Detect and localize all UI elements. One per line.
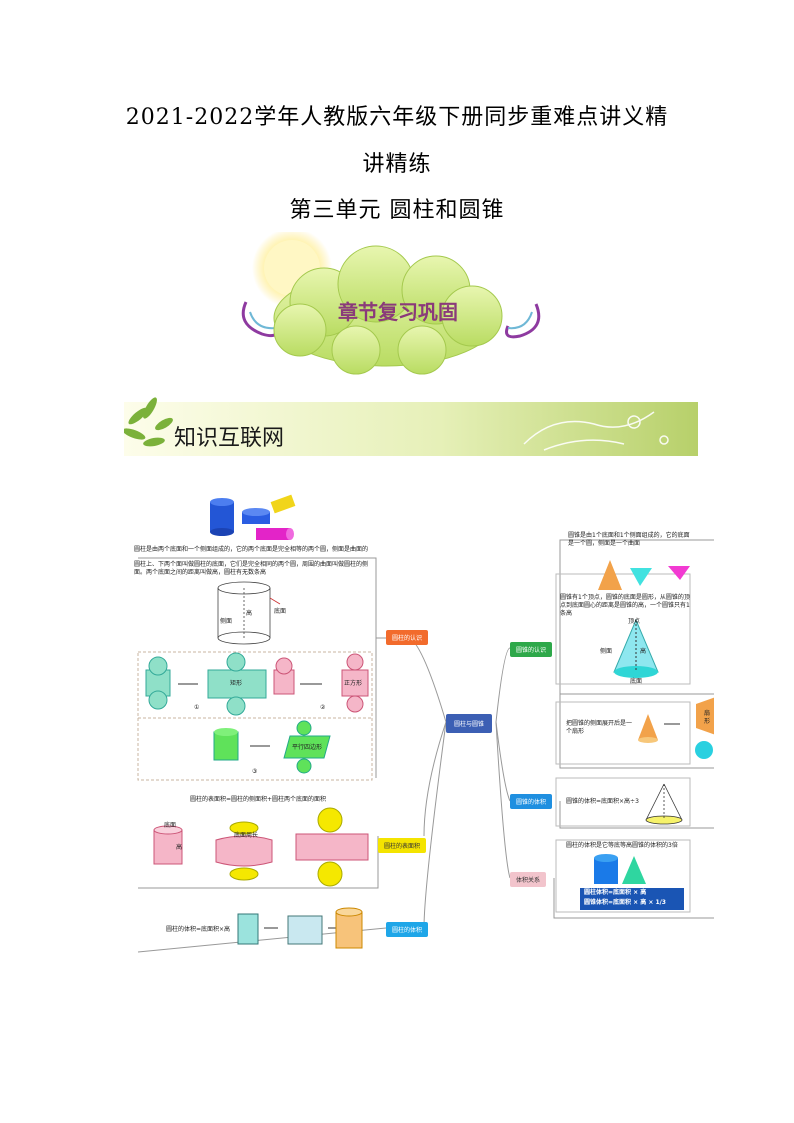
cone-definition-text: 圆锥是由1个底面和1个侧面组成的，它的底面是一个圆，侧面是一个曲面 xyxy=(568,532,690,547)
cylinder-unfold-icon-3 xyxy=(213,720,331,774)
node-cylinder-surface: 圆柱的表面积 xyxy=(378,838,427,853)
node-cone-volume: 圆锥的体积 xyxy=(510,794,553,809)
cylinder-definition-text: 圆柱是由两个底面和一个侧面组成的，它的两个底面是完全相等的两个圆，侧面是曲面的 xyxy=(134,546,369,553)
node-volume-relation: 体积关系 xyxy=(510,872,547,887)
sector-label: 扇形 xyxy=(704,710,711,725)
knowledge-network-banner: 知识互联网 xyxy=(122,394,698,458)
surface-base-label: 底面 xyxy=(164,822,177,829)
cylinder-height-label: 高 xyxy=(246,610,253,617)
cone-volume-formula: 圆锥的体积=底面积×高÷3 xyxy=(566,798,639,805)
cylinder-base-label: 底面 xyxy=(274,608,287,615)
mind-map: 圆柱是由两个底面和一个侧面组成的，它的两个底面是完全相等的两个圆，侧面是曲面的 … xyxy=(124,488,714,958)
cone-unfold-text: 把圆锥的侧面展开后是一个扇形 xyxy=(566,720,633,735)
surface-area-diagram-icon xyxy=(153,807,369,887)
unit-title: 第三单元 圆柱和圆锥 xyxy=(289,198,505,223)
knowledge-network-label: 知识互联网 xyxy=(174,426,285,451)
relation-row-cone: 圆锥体积=底面积 × 高 × 1/3 xyxy=(584,899,666,906)
unfold-number-1: ① xyxy=(194,704,200,711)
cone-side-label: 侧面 xyxy=(600,648,613,655)
square-label: 正方形 xyxy=(344,680,363,687)
relation-row-cylinder: 圆柱体积=底面积 × 高 xyxy=(584,889,647,896)
colored-cones-icon xyxy=(598,560,690,590)
node-center: 圆柱与圆锥 xyxy=(446,714,493,733)
cylinder-side-label: 侧面 xyxy=(220,618,233,625)
chapter-review-banner: 章节复习巩固 xyxy=(236,228,546,380)
mind-map-graphics xyxy=(137,494,714,953)
cylinder-parts-text: 圆柱上、下两个面叫做圆柱的底面，它们是完全相同的两个圆，周围的曲面叫做圆柱的侧面… xyxy=(134,561,369,576)
colored-cylinders-icon xyxy=(210,494,296,540)
cloud-sun-illustration xyxy=(241,228,541,375)
unfold-number-3: ③ xyxy=(252,768,258,775)
cone-volume-icon xyxy=(645,783,683,825)
surface-area-formula: 圆柱的表面积=圆柱的侧面积+圆柱两个底面的面积 xyxy=(190,796,327,803)
volume-formula: 圆柱的体积=底面积×高 xyxy=(166,926,231,933)
cone-height-label: 高 xyxy=(640,648,647,655)
document-title-line1: 2021-2022学年人教版六年级下册同步重难点讲义精 xyxy=(125,105,669,130)
surface-height-label: 高 xyxy=(176,844,183,851)
cone-base-label: 底面 xyxy=(630,678,643,685)
cylinder-unfold-icon-2 xyxy=(273,653,369,713)
cylinder-diagram-icon xyxy=(217,581,281,645)
unfold-number-2: ② xyxy=(320,704,326,711)
rect-label: 矩形 xyxy=(230,680,243,687)
node-cone-recognize: 圆锥的认识 xyxy=(510,642,553,657)
chapter-review-label: 章节复习巩固 xyxy=(338,300,458,324)
cone-unfold-icon xyxy=(638,697,714,759)
cylinder-cone-relation-icon xyxy=(580,854,684,910)
cone-parts-text: 圆锥有1个顶点，圆锥的底面是圆形，从圆锥的顶点到底面圆心的距离是圆锥的高，一个圆… xyxy=(560,594,690,617)
relation-text: 圆柱的体积是它等底等高圆锥的体积的3倍 xyxy=(566,842,678,849)
cone-apex-label: 顶点 xyxy=(628,618,641,625)
parallelogram-label: 平行四边形 xyxy=(292,744,323,751)
volume-diagram-icon xyxy=(237,907,363,949)
node-cylinder-volume: 圆柱的体积 xyxy=(386,922,429,937)
cone-diagram-icon xyxy=(613,618,659,678)
document-title-line2: 讲精练 xyxy=(362,152,432,177)
cylinder-unfold-icon-1 xyxy=(145,652,267,716)
node-cylinder-recognize: 圆柱的认识 xyxy=(386,630,429,645)
leaf-banner-illustration xyxy=(122,397,698,456)
surface-circumference-label: 底面周长 xyxy=(234,832,259,839)
